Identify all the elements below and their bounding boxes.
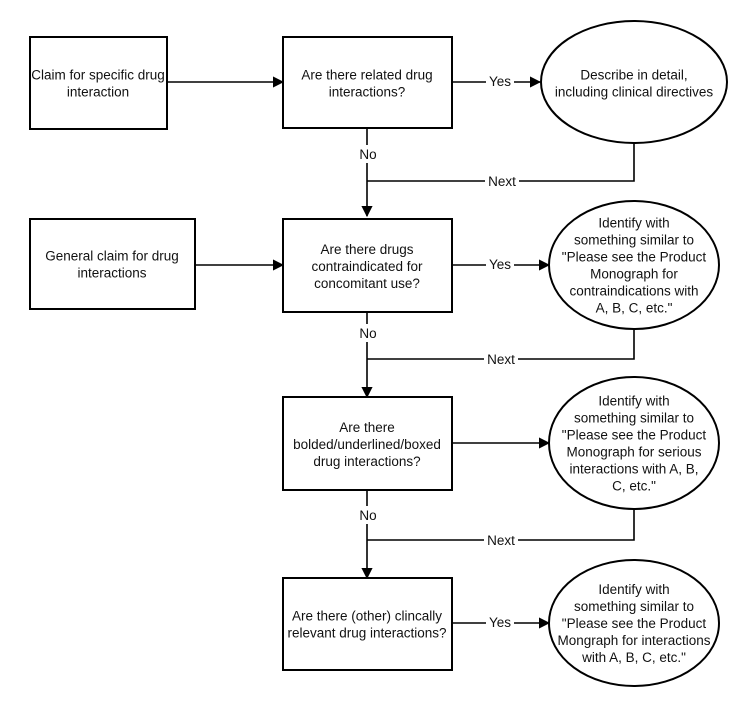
other-answer-ellipse [548,559,720,687]
edge-label-no: No [359,326,376,341]
edge-labels: Yes No Next Yes No Next No Next Yes [354,72,519,631]
node-text-line: Describe in detail, [580,68,687,83]
node-text-line: something similar to [574,411,694,426]
node-text-line: Are there (other) clincally [292,609,442,624]
node-text-line: "Please see the Product [562,250,707,265]
edge-label-no: No [359,147,376,162]
node-text-line: relevant drug interactions? [287,626,446,641]
node-text-line: General claim for drug [45,249,179,264]
edge-label-next: Next [488,174,516,189]
claim-general-text: General claim for drug interactions [45,249,179,281]
node-text-line: interactions? [329,85,406,100]
contra-question-box [282,218,453,313]
node-text-line: Are there drugs [320,242,413,257]
node-text-line: Are there related drug [301,68,432,83]
bolded-question-text: Are there bolded/underlined/boxed drug int… [293,420,441,469]
related-question-text: Are there related drug interactions? [301,68,432,100]
node-text-line: Identify with [598,394,669,409]
node-text-line: "Please see the Product [562,428,707,443]
node-text-line: Claim for specific drug [31,68,165,83]
serious-answer-ellipse [548,376,720,510]
node-text-line: C, etc." [612,479,656,494]
node-text-line: interaction [67,85,129,100]
edge-describe-next [367,143,635,182]
node-text-line: A, B, C, etc." [596,301,673,316]
claim-specific-text: Claim for specific drug interaction [31,68,165,100]
describe-text: Describe in detail, including clinical di… [555,68,714,100]
bolded-question-box [282,396,453,491]
edge-label-no: No [359,508,376,523]
contra-answer-text: Identify with something similar to "Please… [562,216,707,316]
node-text-line: Monograph for [590,267,678,282]
other-answer-text: Identify with something similar to "Please… [557,582,710,665]
edge-label-yes: Yes [489,74,511,89]
node-text-line: something similar to [574,233,694,248]
claim-general-box [29,218,196,310]
node-text-line: interactions with A, B, [569,462,698,477]
node-text-line: with A, B, C, etc." [581,650,686,665]
claim-specific-box [29,36,168,130]
edge-label-yes: Yes [489,615,511,630]
edge-label-yes: Yes [489,257,511,272]
describe-ellipse [540,20,728,144]
edge-label-next: Next [487,352,515,367]
node-text-line: including clinical directives [555,85,714,100]
other-question-text: Are there (other) clincally relevant drug… [287,609,446,641]
node-text-line: Identify with [598,582,669,597]
contra-question-text: Are there drugs contraindicated for concom… [311,242,423,291]
node-text-line: something similar to [574,599,694,614]
node-text-line: Monograph for serious [566,445,701,460]
node-text-line: interactions [77,266,146,281]
edge-serious-next [367,509,635,541]
edge-contra-next [367,329,635,360]
contra-answer-ellipse [548,200,720,330]
node-text-line: contraindications with [569,284,698,299]
node-text-line: Identify with [598,216,669,231]
edge-label-next: Next [487,533,515,548]
node-text-line: drug interactions? [313,454,420,469]
serious-answer-text: Identify with something similar to "Please… [562,394,707,494]
node-text-line: concomitant use? [314,276,420,291]
node-text-line: "Please see the Product [562,616,707,631]
node-text-line: bolded/underlined/boxed [293,437,441,452]
nodes: Claim for specific drug interaction Are t… [29,20,728,687]
edges [167,76,635,629]
node-text-line: contraindicated for [311,259,423,274]
other-question-box [282,577,453,671]
node-text-line: Mongraph for interactions [557,633,710,648]
related-question-box [282,36,453,129]
node-text-line: Are there [339,420,395,435]
